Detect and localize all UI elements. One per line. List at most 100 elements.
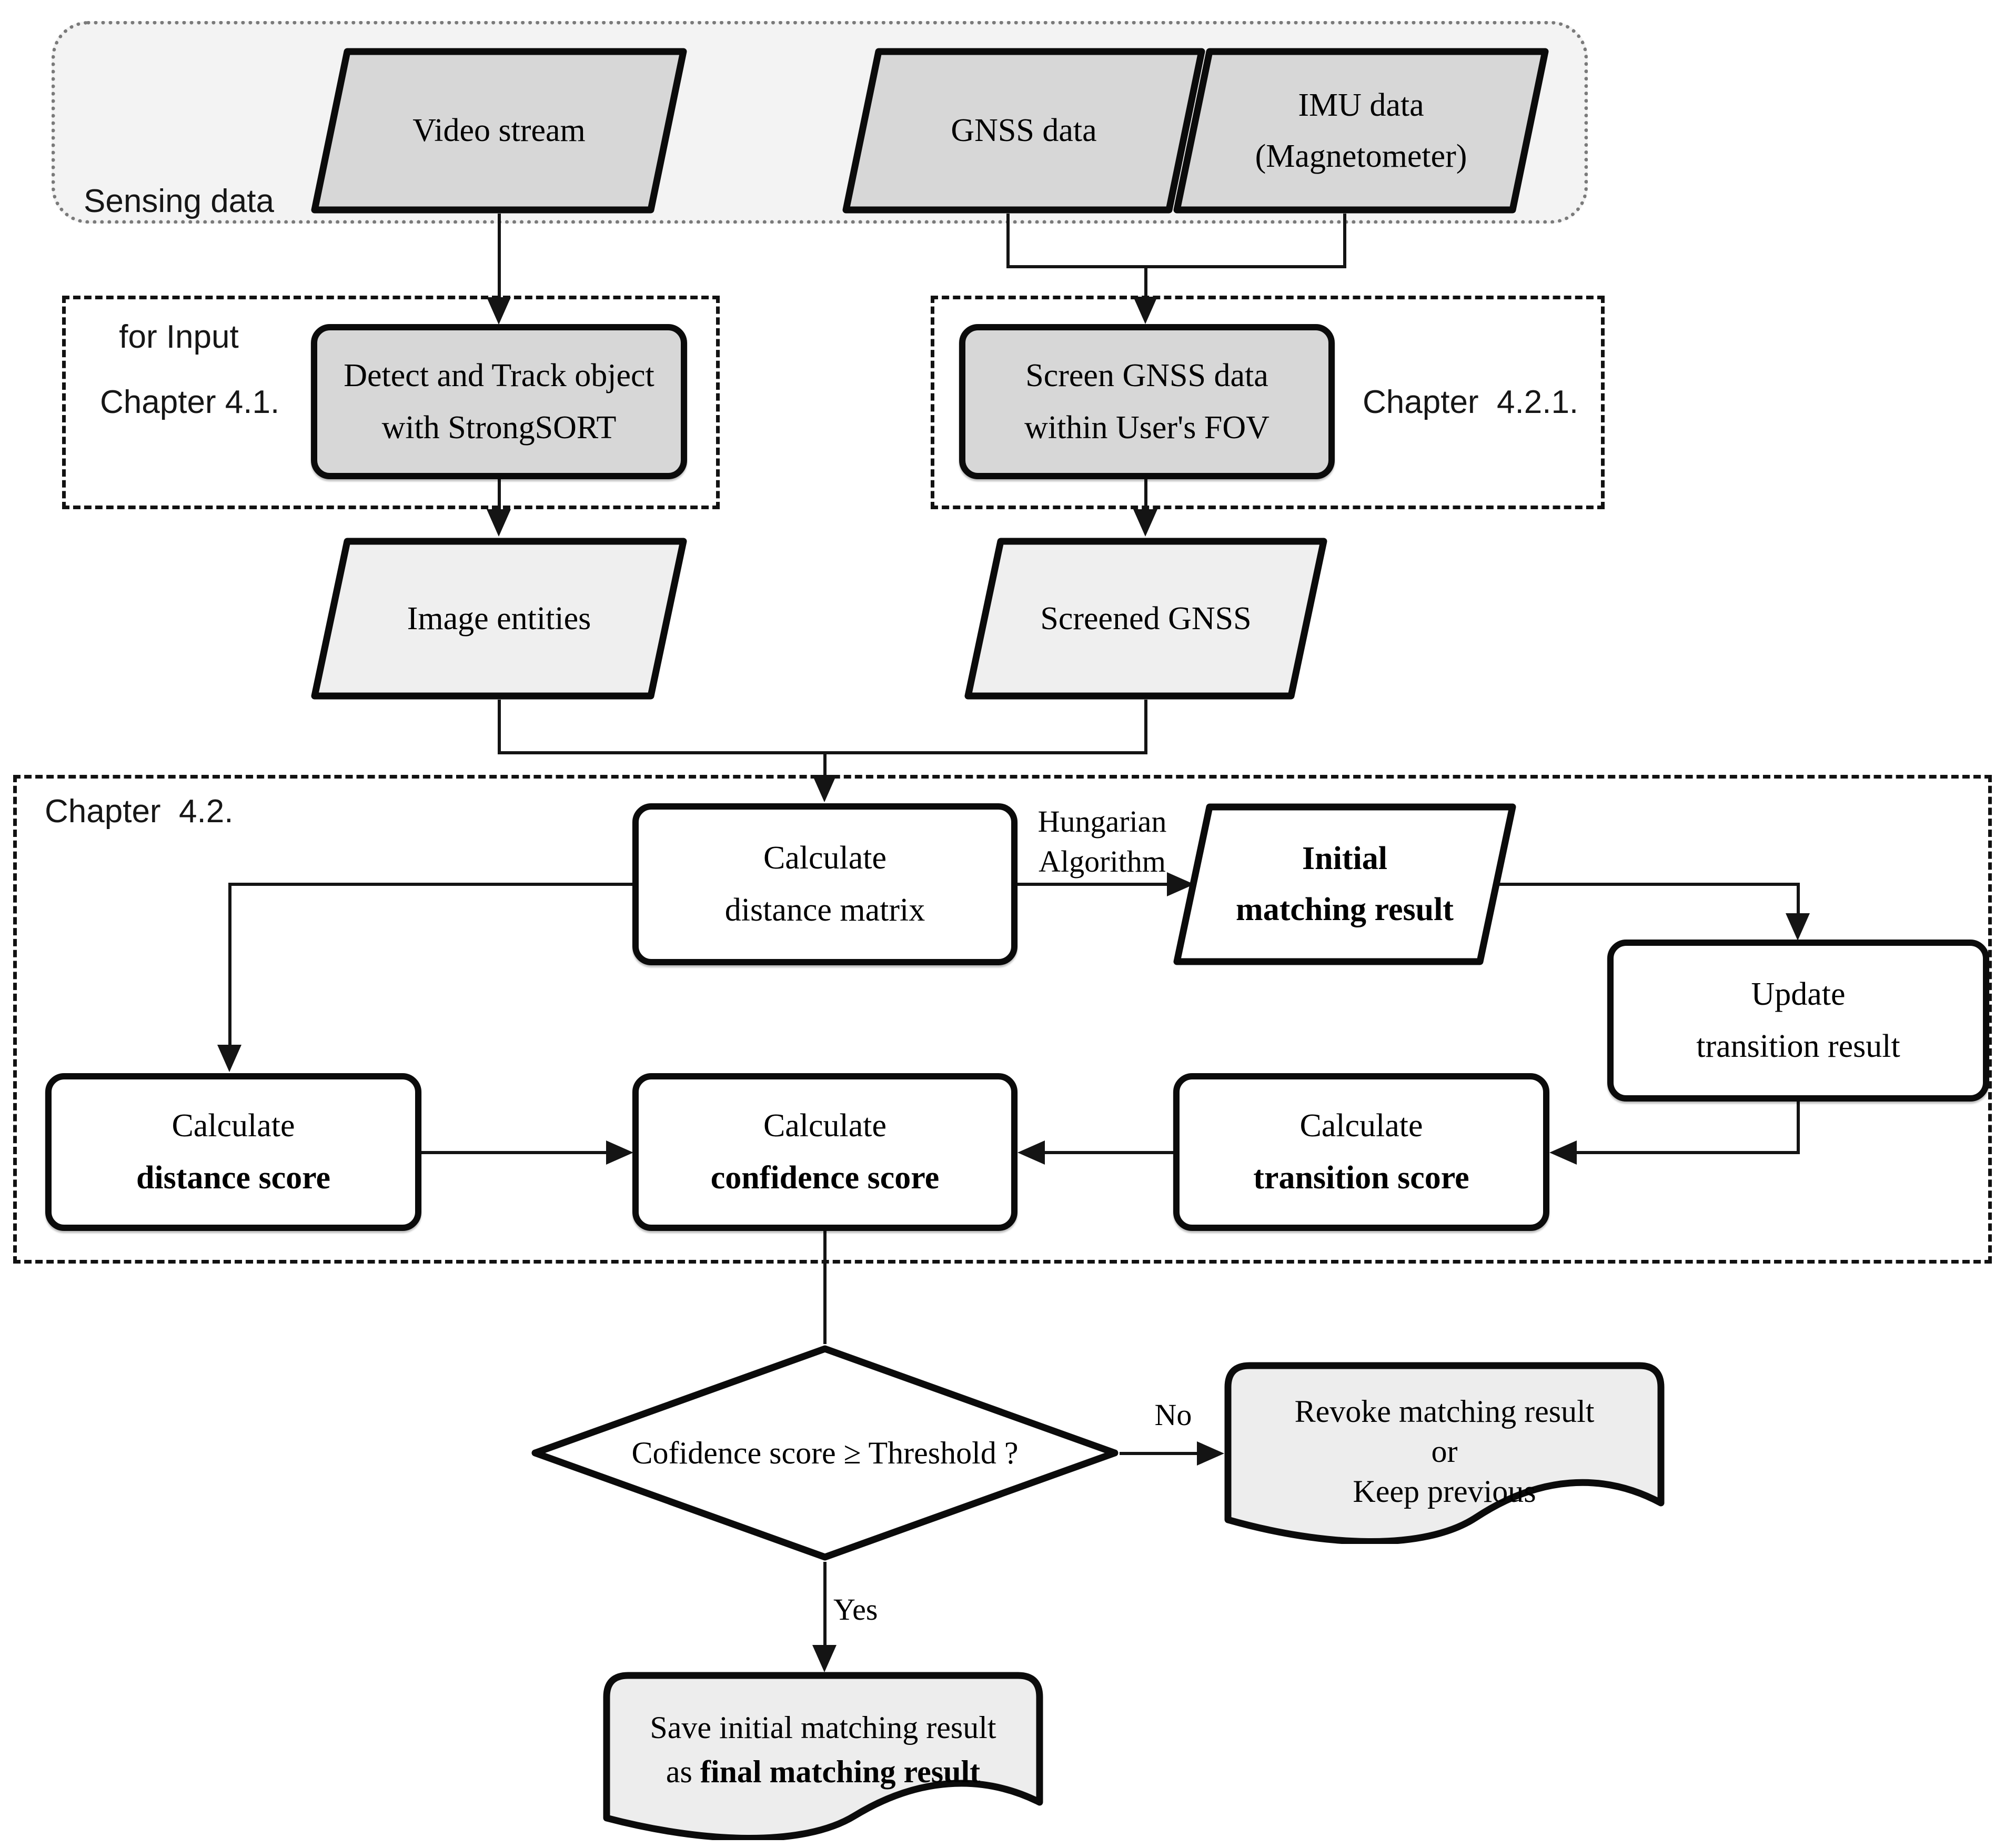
connector-merge-screen	[1144, 265, 1147, 298]
parallelogram-shape	[311, 538, 687, 700]
calc-confidence-score-line1: Calculate	[763, 1108, 887, 1144]
parallelogram-shape	[842, 48, 1205, 214]
detect-track-line2: with StrongSORT	[381, 409, 617, 446]
node-imu-data: IMU data (Magnetometer)	[1173, 48, 1549, 214]
calc-distance-score-line2: distance score	[136, 1160, 331, 1196]
video-stream-label: Video stream	[412, 113, 586, 148]
arrowhead-update	[1786, 913, 1810, 941]
connector-initial-right	[1496, 883, 1799, 886]
save-final-line1: Save initial matching result	[650, 1710, 996, 1745]
hungarian-label-line2: Algorithm	[1039, 844, 1166, 878]
node-calc-transition-score: Calculate transition score	[1173, 1073, 1549, 1231]
imu-data-label-line1: IMU data	[1298, 87, 1424, 123]
arrowhead-confidence-right	[1017, 1140, 1045, 1165]
connector-video-detect	[498, 214, 501, 300]
connector-screen-screenedgnss	[1144, 479, 1147, 511]
connector-distance-confidence	[421, 1151, 608, 1154]
chapter-4-2-1-label: Chapter 4.2.1.	[1363, 384, 1579, 420]
arrowhead-merge-screen	[1133, 297, 1157, 324]
revoke-line1: Revoke matching result	[1294, 1394, 1595, 1429]
parallelogram-shape	[1173, 803, 1516, 965]
calc-distance-score-line1: Calculate	[172, 1108, 295, 1144]
parallelogram-shape	[1173, 48, 1549, 214]
connector-confidence-decision	[823, 1231, 827, 1344]
node-image-entities: Image entities	[311, 538, 687, 700]
chapter-4-1-label: Chapter 4.1.	[100, 384, 280, 420]
connector-imu-drop	[1343, 214, 1346, 268]
node-calc-distance-matrix: Calculate distance matrix	[632, 803, 1017, 965]
sensing-label-line2: for Input	[119, 319, 239, 355]
connector-gnss-imu-merge	[1006, 265, 1346, 268]
no-label: No	[1154, 1398, 1192, 1432]
screen-gnss-line1: Screen GNSS data	[1025, 357, 1268, 393]
node-screen-gnss: Screen GNSS data within User's FOV	[959, 324, 1335, 479]
calc-distance-matrix-line1: Calculate	[763, 840, 887, 876]
calc-transition-score-line2: transition score	[1253, 1160, 1469, 1196]
node-gnss-data: GNSS data	[842, 48, 1205, 214]
image-entities-label: Image entities	[407, 600, 591, 637]
connector-matrix-initial	[1017, 883, 1169, 886]
node-initial-matching-result: Initial matching result	[1173, 803, 1516, 965]
revoke-line3: Keep previous	[1353, 1474, 1536, 1509]
connector-detect-imageentities	[498, 479, 501, 511]
update-transition-line2: transition result	[1696, 1028, 1900, 1064]
node-calc-distance-score: Calculate distance score	[45, 1073, 421, 1231]
initial-matching-line2: matching result	[1236, 892, 1454, 927]
calc-transition-score-line1: Calculate	[1299, 1108, 1423, 1144]
connector-matrix-left-vertical	[228, 883, 231, 1047]
hungarian-label-line1: Hungarian	[1037, 804, 1167, 839]
save-final-line2-bold: final matching result	[700, 1754, 981, 1789]
node-confidence-decision: Cofidence score ≥ Threshold ?	[530, 1344, 1120, 1562]
chapter-4-2-1-container	[931, 296, 1605, 509]
screen-gnss-line2: within User's FOV	[1024, 409, 1270, 446]
connector-entities-merge	[498, 751, 1147, 754]
arrowhead-transitionscore	[1549, 1140, 1577, 1165]
connector-update-transition	[1577, 1151, 1800, 1154]
node-save-final-result: Save initial matching result as final ma…	[603, 1672, 1043, 1840]
arrowhead-distancescore	[217, 1045, 241, 1072]
connector-update-down	[1797, 1102, 1800, 1154]
imu-data-label-line2: (Magnetometer)	[1255, 138, 1467, 174]
arrowhead-screen-screenedgnss	[1133, 509, 1157, 537]
arrowhead-merge-matrix	[812, 775, 837, 802]
connector-imageentities-drop	[498, 700, 501, 754]
sensing-container-label: Sensing data for Input	[74, 88, 284, 450]
node-screened-gnss: Screened GNSS	[964, 538, 1327, 700]
parallelogram-shape	[311, 48, 687, 214]
sensing-label-line1: Sensing data	[84, 183, 274, 219]
connector-gnss-drop	[1006, 214, 1010, 268]
calc-confidence-score-line2: confidence score	[710, 1160, 940, 1196]
connector-transition-confidence	[1045, 1151, 1173, 1154]
update-transition-line1: Update	[1751, 976, 1846, 1012]
connector-decision-save	[823, 1562, 827, 1647]
arrowhead-save	[812, 1645, 837, 1672]
confidence-decision-label: Cofidence score ≥ Threshold ?	[631, 1435, 1019, 1470]
parallelogram-shape	[964, 538, 1327, 700]
chapter-4-2-label: Chapter 4.2.	[45, 793, 234, 830]
connector-matrix-left-horizontal	[228, 883, 632, 886]
node-revoke-result: Revoke matching result or Keep previous	[1224, 1362, 1665, 1544]
detect-track-line1: Detect and Track object	[344, 357, 654, 393]
gnss-data-label: GNSS data	[951, 113, 1097, 148]
arrowhead-confidence-left	[606, 1140, 633, 1165]
node-update-transition-result: Update transition result	[1607, 940, 1989, 1102]
connector-merge-matrix	[823, 751, 827, 776]
connector-update-drop	[1797, 883, 1800, 915]
save-final-line2-prefix: as	[666, 1754, 700, 1789]
chapter-4-1-container	[62, 296, 720, 509]
chapter-4-2-container	[13, 775, 1992, 1264]
arrowhead-revoke	[1197, 1441, 1224, 1466]
connector-screenedgnss-drop	[1144, 700, 1147, 754]
revoke-line2: or	[1431, 1434, 1458, 1469]
connector-decision-revoke	[1120, 1452, 1199, 1455]
document-shape	[603, 1672, 1043, 1840]
arrowhead-detect-imageentities	[487, 509, 511, 537]
document-shape	[1224, 1362, 1665, 1544]
diamond-shape	[531, 1345, 1119, 1561]
node-video-stream: Video stream	[311, 48, 687, 214]
arrowhead-video-detect	[487, 297, 511, 325]
initial-matching-line1: Initial	[1302, 841, 1387, 876]
calc-distance-matrix-line2: distance matrix	[724, 892, 925, 928]
hungarian-algorithm-label: Hungarian Algorithm	[1026, 802, 1178, 882]
